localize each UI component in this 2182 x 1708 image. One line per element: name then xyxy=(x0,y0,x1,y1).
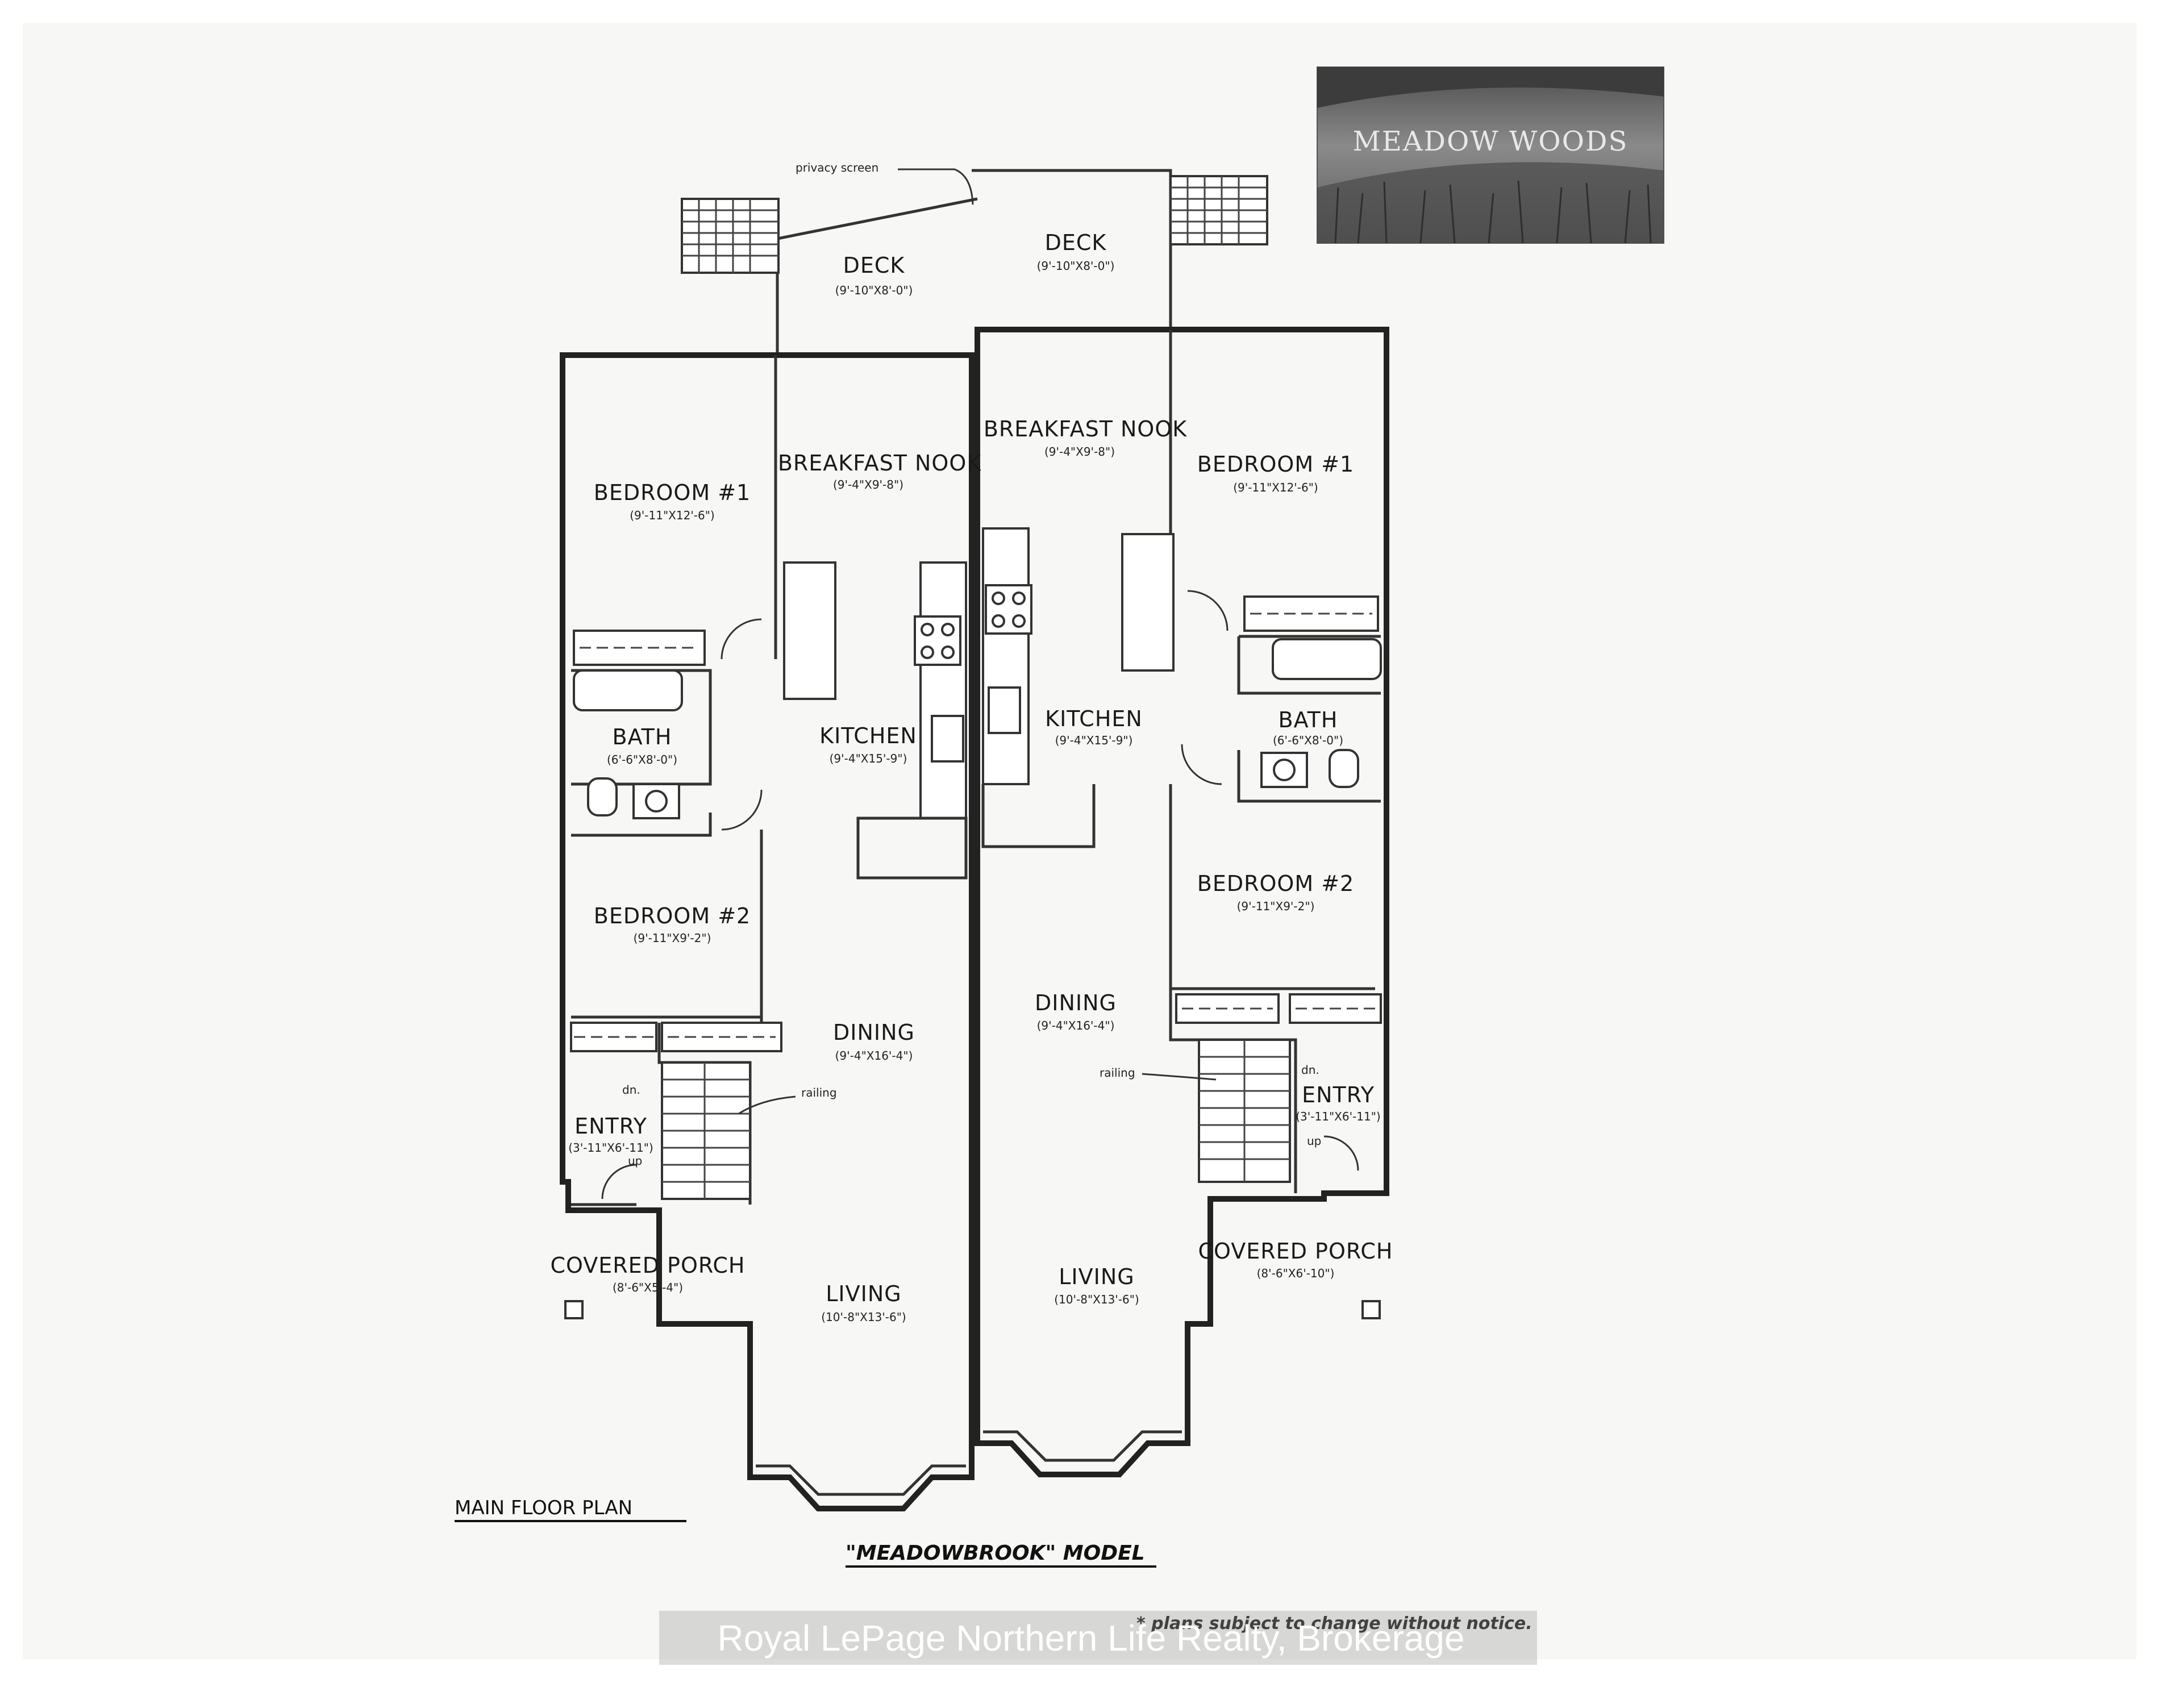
left-stair-up: up xyxy=(628,1154,642,1168)
right-bathtub xyxy=(1272,638,1382,680)
right-bed2-dims: (9'-11"X9'-2") xyxy=(1237,899,1315,913)
left-stairs xyxy=(661,1061,751,1200)
right-railing-label: railing xyxy=(1100,1066,1135,1080)
right-bed2-label: BEDROOM #2 xyxy=(1197,871,1354,896)
right-stair-up: up xyxy=(1307,1134,1321,1148)
left-bed2-label: BEDROOM #2 xyxy=(594,903,751,928)
right-bed1-dims: (9'-11"X12'-6") xyxy=(1233,481,1318,494)
left-deck-stairs xyxy=(681,198,780,274)
right-entry-dims: (3'-11"X6'-11") xyxy=(1296,1110,1380,1123)
left-bed2-dims: (9'-11"X9'-2") xyxy=(634,931,711,945)
left-railing-label: railing xyxy=(801,1086,837,1099)
left-nook-dims: (9'-4"X9'-8") xyxy=(833,478,903,491)
right-unit xyxy=(972,169,1389,1477)
left-porch-post xyxy=(564,1300,584,1319)
right-kitchen-sink xyxy=(988,686,1021,734)
left-unit xyxy=(560,197,978,1511)
left-bath-label: BATH xyxy=(613,724,672,749)
left-kitchen-counter xyxy=(919,561,967,819)
privacy-screen-leader xyxy=(898,168,974,205)
right-living-label: LIVING xyxy=(1059,1264,1134,1289)
left-kitchen-island xyxy=(783,561,836,700)
right-porch-dims: (8'-6"X6'-10") xyxy=(1257,1267,1335,1280)
left-railing-leader xyxy=(738,1095,796,1115)
left-bed1-label: BEDROOM #1 xyxy=(594,480,751,505)
right-nook-dims: (9'-4"X9'-8") xyxy=(1044,445,1115,459)
left-kitchen-label: KITCHEN xyxy=(819,723,917,748)
left-deck-dims: (9'-10"X8'-0") xyxy=(835,284,913,297)
left-living-dims: (10'-8"X13'-6") xyxy=(821,1310,906,1324)
left-bath-dims: (6'-6"X8'-0") xyxy=(607,753,677,766)
right-stove xyxy=(985,584,1032,635)
watermark-band xyxy=(659,1611,1537,1665)
right-railing-leader xyxy=(1142,1073,1217,1081)
left-bathtub xyxy=(573,669,683,711)
right-kitchen-island xyxy=(1121,533,1175,672)
right-bed1-label: BEDROOM #1 xyxy=(1197,452,1354,477)
left-kitchen-sink xyxy=(931,715,964,763)
right-stairs xyxy=(1198,1039,1291,1183)
left-deck-label: DECK xyxy=(843,253,905,278)
right-kitchen-counter xyxy=(982,527,1030,785)
right-living-dims: (10'-8"X13'-6") xyxy=(1054,1293,1139,1306)
right-kitchen-label: KITCHEN xyxy=(1045,706,1143,731)
left-bed1-dims: (9'-11"X12'-6") xyxy=(630,509,714,522)
left-toilet xyxy=(587,777,618,816)
right-dining-label: DINING xyxy=(1035,990,1117,1015)
logo-text: MEADOW WOODS xyxy=(1353,126,1629,157)
right-bath-label: BATH xyxy=(1279,707,1338,732)
left-entry-label: ENTRY xyxy=(574,1114,647,1139)
disclaimer: * plans subject to change without notice… xyxy=(1136,1614,1533,1634)
right-deck-label: DECK xyxy=(1045,230,1107,255)
right-entry-label: ENTRY xyxy=(1302,1082,1375,1107)
left-porch-label: COVERED PORCH xyxy=(551,1253,746,1278)
plan-title: MAIN FLOOR PLAN xyxy=(455,1497,632,1519)
right-kitchen-dims: (9'-4"X15'-9") xyxy=(1055,734,1133,747)
left-stove xyxy=(914,615,961,666)
left-living-label: LIVING xyxy=(826,1281,901,1306)
right-porch-label: COVERED PORCH xyxy=(1198,1239,1393,1264)
paper-sheet xyxy=(23,23,2137,1659)
watermark-text: Royal LePage Northern Life Realty, Broke… xyxy=(717,1618,1464,1659)
right-deck-dims: (9'-10"X8'-0") xyxy=(1037,259,1115,273)
right-toilet xyxy=(1329,749,1359,788)
left-stair-dn: dn. xyxy=(622,1083,640,1097)
model-name: "MEADOWBROOK" MODEL xyxy=(846,1542,1145,1565)
right-stair-dn: dn. xyxy=(1301,1063,1319,1077)
right-bath-dims: (6'-6"X8'-0") xyxy=(1273,734,1343,747)
left-entry-dims: (3'-11"X6'-11") xyxy=(568,1141,653,1155)
left-dining-dims: (9'-4"X16'-4") xyxy=(835,1049,913,1063)
right-dining-dims: (9'-4"X16'-4") xyxy=(1037,1019,1115,1032)
left-dining-label: DINING xyxy=(833,1020,915,1045)
meadow-woods-logo: MEADOW WOODS xyxy=(1317,66,1664,244)
right-nook-label: BREAKFAST NOOK xyxy=(984,416,1187,441)
left-porch-dims: (8'-6"X5'-4") xyxy=(613,1281,683,1294)
left-kitchen-dims: (9'-4"X15'-9") xyxy=(830,752,907,765)
right-porch-post xyxy=(1361,1300,1381,1319)
left-nook-label: BREAKFAST NOOK xyxy=(778,451,981,476)
privacy-screen-label: privacy screen xyxy=(796,161,878,174)
